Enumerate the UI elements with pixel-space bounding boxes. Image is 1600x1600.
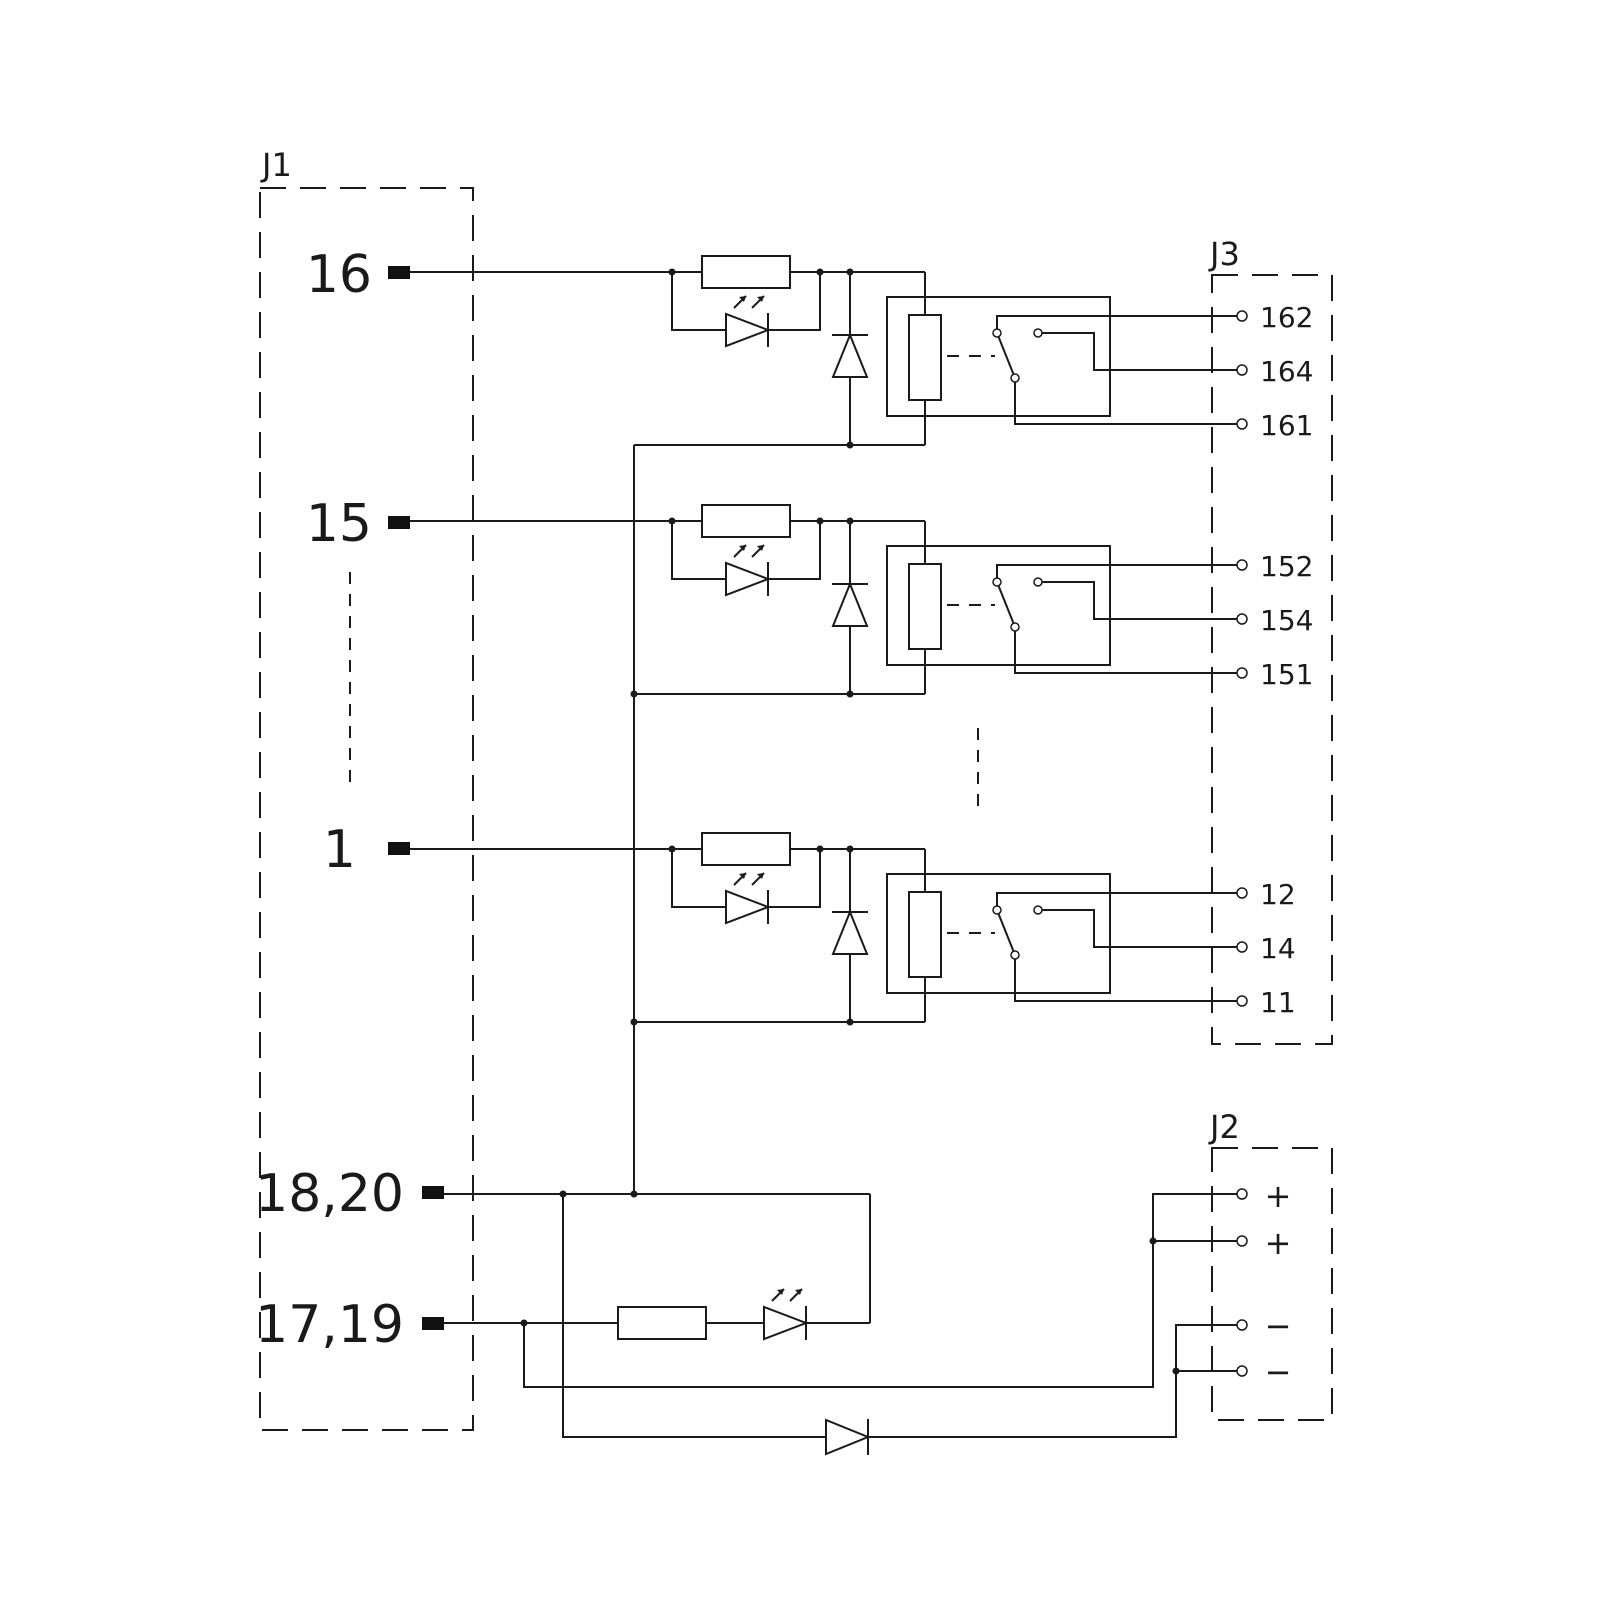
relay-housing xyxy=(886,545,1111,666)
j1-pin-18-20 xyxy=(422,1186,444,1199)
relay-coil xyxy=(908,891,942,978)
relay-housing xyxy=(886,873,1111,994)
power-resistor xyxy=(617,1306,707,1340)
j3-label-164: 164 xyxy=(1260,355,1313,388)
j1-pin-1 xyxy=(388,842,410,855)
power-led xyxy=(763,1288,809,1341)
j3-label-162: 162 xyxy=(1260,301,1313,334)
indicator-led xyxy=(725,872,771,925)
j3-terminal xyxy=(1236,941,1248,953)
connector-j3-label: J3 xyxy=(1208,235,1240,273)
j3-label-154: 154 xyxy=(1260,604,1313,637)
j2-terminal-plus xyxy=(1236,1235,1248,1247)
relay-channel xyxy=(410,832,1242,1026)
j1-pin-17-19 xyxy=(422,1317,444,1330)
series-resistor xyxy=(701,832,791,866)
j2-plus-sign: + xyxy=(1265,1177,1292,1215)
j2-plus-sign: + xyxy=(1265,1224,1292,1262)
freewheel-diode xyxy=(831,332,869,378)
j3-terminal xyxy=(1236,667,1248,679)
j1-pin-16 xyxy=(388,266,410,279)
j3-label-14: 14 xyxy=(1260,932,1296,965)
relay-coil xyxy=(908,563,942,650)
j3-terminal xyxy=(1236,995,1248,1007)
j3-terminal xyxy=(1236,887,1248,899)
polarity-diode xyxy=(825,1418,871,1456)
connector-j1-label: J1 xyxy=(260,146,292,184)
freewheel-diode xyxy=(831,581,869,627)
relay-switch-blade xyxy=(996,332,1016,379)
series-resistor xyxy=(701,504,791,538)
freewheel-diode xyxy=(831,909,869,955)
relay-channel xyxy=(410,504,1242,698)
j1-pin-1-label: 1 xyxy=(323,820,356,880)
relay-switch-blade xyxy=(996,909,1016,956)
j3-terminals xyxy=(1236,310,1248,1007)
j3-label-152: 152 xyxy=(1260,550,1313,583)
connector-j3-outline xyxy=(1211,274,1333,1045)
j2-terminal-minus xyxy=(1236,1319,1248,1331)
indicator-led xyxy=(725,544,771,597)
j3-terminal xyxy=(1236,559,1248,571)
connector-j3: J3 xyxy=(1208,235,1333,1045)
j3-terminal xyxy=(1236,364,1248,376)
connector-j1: J1 xyxy=(259,146,474,1431)
j1-pin-17-19-label: 17,19 xyxy=(255,1295,404,1355)
relay-switch-blade xyxy=(996,581,1016,628)
j2-terminal-plus xyxy=(1236,1188,1248,1200)
connector-j2-label: J2 xyxy=(1208,1108,1240,1146)
j1-pin-16-label: 16 xyxy=(306,245,372,305)
connector-j1-outline xyxy=(259,187,474,1431)
j3-label-151: 151 xyxy=(1260,658,1313,691)
relay-housing xyxy=(886,296,1111,417)
connector-j2-outline xyxy=(1211,1147,1333,1421)
connector-j2: J2 xyxy=(1208,1108,1333,1421)
common-rail xyxy=(630,445,638,1198)
j3-label-12: 12 xyxy=(1260,878,1296,911)
relay-coil xyxy=(908,314,942,401)
j1-pin-15 xyxy=(388,516,410,529)
j2-minus-sign: − xyxy=(1265,1307,1292,1345)
j3-label-11: 11 xyxy=(1260,986,1296,1019)
power-section xyxy=(444,1190,1242,1456)
j3-terminal xyxy=(1236,613,1248,625)
j3-terminal xyxy=(1236,418,1248,430)
j2-terminal-minus xyxy=(1236,1365,1248,1377)
j1-pin-15-label: 15 xyxy=(306,494,372,554)
indicator-led xyxy=(725,295,771,348)
series-resistor xyxy=(701,255,791,289)
j2-minus-sign: − xyxy=(1265,1353,1292,1391)
j3-terminal xyxy=(1236,310,1248,322)
j1-pin-18-20-label: 18,20 xyxy=(255,1164,404,1224)
j3-label-161: 161 xyxy=(1260,409,1313,442)
relay-channel xyxy=(410,255,1242,449)
